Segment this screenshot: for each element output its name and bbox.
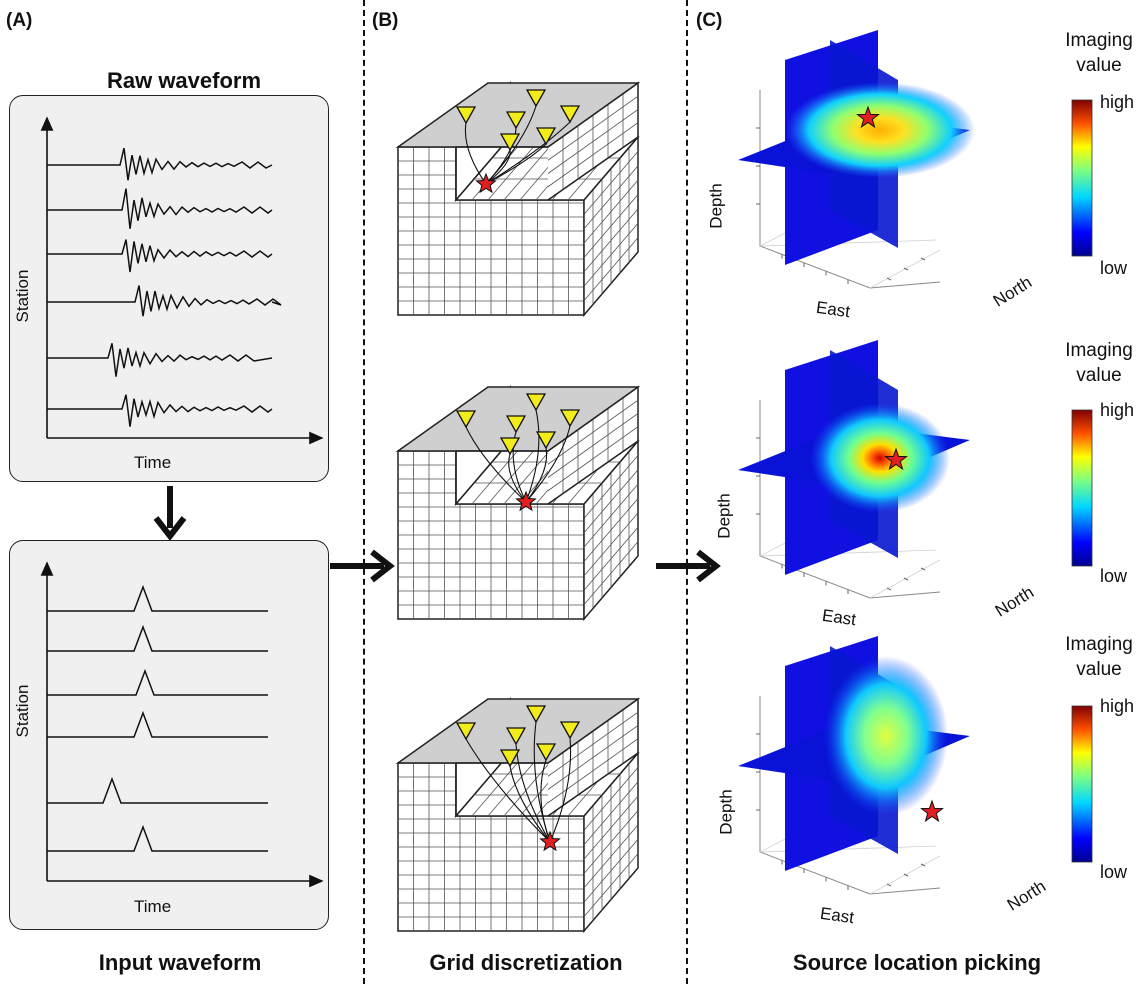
panel-b-label: (B) — [372, 10, 399, 31]
input-trace — [47, 584, 268, 612]
colorbar — [1071, 409, 1093, 567]
source-star-icon — [920, 799, 944, 823]
source-star-icon — [884, 447, 908, 471]
raw-trace — [47, 394, 273, 427]
input-x-axis-label: Time — [134, 897, 172, 916]
input-trace — [47, 668, 268, 696]
source-location-title: Source location picking — [792, 950, 1042, 975]
divider-left — [363, 0, 365, 984]
input-waveform-box: Station Time — [9, 540, 329, 930]
grid-cube — [395, 696, 641, 934]
divider-right — [686, 0, 688, 984]
colorbar — [1071, 705, 1093, 863]
imaging-plots — [738, 30, 1093, 895]
imaging-plot-3d — [738, 636, 1093, 895]
input-waveform-title: Input waveform — [98, 950, 262, 975]
imaging-plot-3d — [738, 340, 1093, 599]
colorbar-high-label: high — [1100, 92, 1135, 112]
station-icon — [505, 727, 527, 746]
station-icon — [525, 89, 547, 108]
raw-trace — [47, 188, 273, 229]
station-icon — [499, 437, 521, 456]
grid-discretization-title: Grid discretization — [429, 950, 623, 975]
source-star-icon — [475, 172, 497, 194]
colorbar-high-label: high — [1100, 400, 1135, 420]
colorbar-title: Imaging value — [1065, 340, 1133, 386]
panel-a-label: (A) — [6, 10, 33, 31]
station-icon — [535, 743, 557, 762]
raw-waveform-plot — [40, 116, 324, 445]
depth-axis-label: Depth — [714, 493, 734, 539]
grid-cube — [395, 384, 641, 622]
depth-axis-label: Depth — [716, 789, 736, 835]
source-star-icon — [539, 830, 561, 852]
station-icon — [559, 721, 581, 740]
colorbar — [1071, 99, 1093, 257]
raw-x-axis-label: Time — [134, 453, 172, 472]
source-star-icon — [856, 105, 880, 129]
colorbar-low-label: low — [1100, 566, 1128, 586]
raw-trace — [47, 343, 273, 377]
colorbar-low-label: low — [1100, 862, 1128, 882]
input-y-axis-label: Station — [13, 684, 32, 738]
station-icon — [525, 705, 547, 724]
raw-trace — [47, 285, 282, 317]
raw-trace — [47, 239, 273, 273]
station-icon — [499, 749, 521, 768]
panel-c-label: (C) — [696, 10, 723, 31]
depth-axis-label: Depth — [706, 183, 726, 229]
station-icon — [455, 106, 477, 125]
station-icon — [505, 415, 527, 434]
raw-waveform-box: Station Time — [9, 95, 329, 482]
grid-cube — [395, 80, 641, 318]
arrow-b-to-c — [656, 549, 721, 583]
source-star-icon — [515, 490, 537, 512]
arrow-a-to-b — [330, 549, 395, 583]
colorbar-high-label: high — [1100, 696, 1135, 716]
grid-cubes — [395, 80, 641, 934]
colorbar-low-label: low — [1100, 258, 1128, 278]
down-arrow — [153, 486, 187, 541]
station-icon — [559, 105, 581, 124]
station-icon — [525, 393, 547, 412]
station-icon — [559, 409, 581, 428]
station-icon — [455, 410, 477, 429]
imaging-plot-3d — [738, 30, 1093, 289]
raw-trace — [47, 147, 273, 181]
input-waveform-plot — [40, 561, 324, 888]
raw-waveform-title: Raw waveform — [106, 68, 262, 93]
station-icon — [535, 431, 557, 450]
colorbar-title: Imaging value — [1065, 634, 1133, 680]
station-icon — [535, 127, 557, 146]
raw-y-axis-label: Station — [13, 269, 32, 323]
input-trace — [47, 624, 268, 652]
station-icon — [499, 133, 521, 152]
input-trace — [47, 824, 268, 852]
input-trace — [47, 776, 268, 804]
colorbar-title: Imaging value — [1065, 30, 1133, 76]
station-icon — [505, 111, 527, 130]
input-trace — [47, 710, 268, 738]
station-icon — [455, 722, 477, 741]
